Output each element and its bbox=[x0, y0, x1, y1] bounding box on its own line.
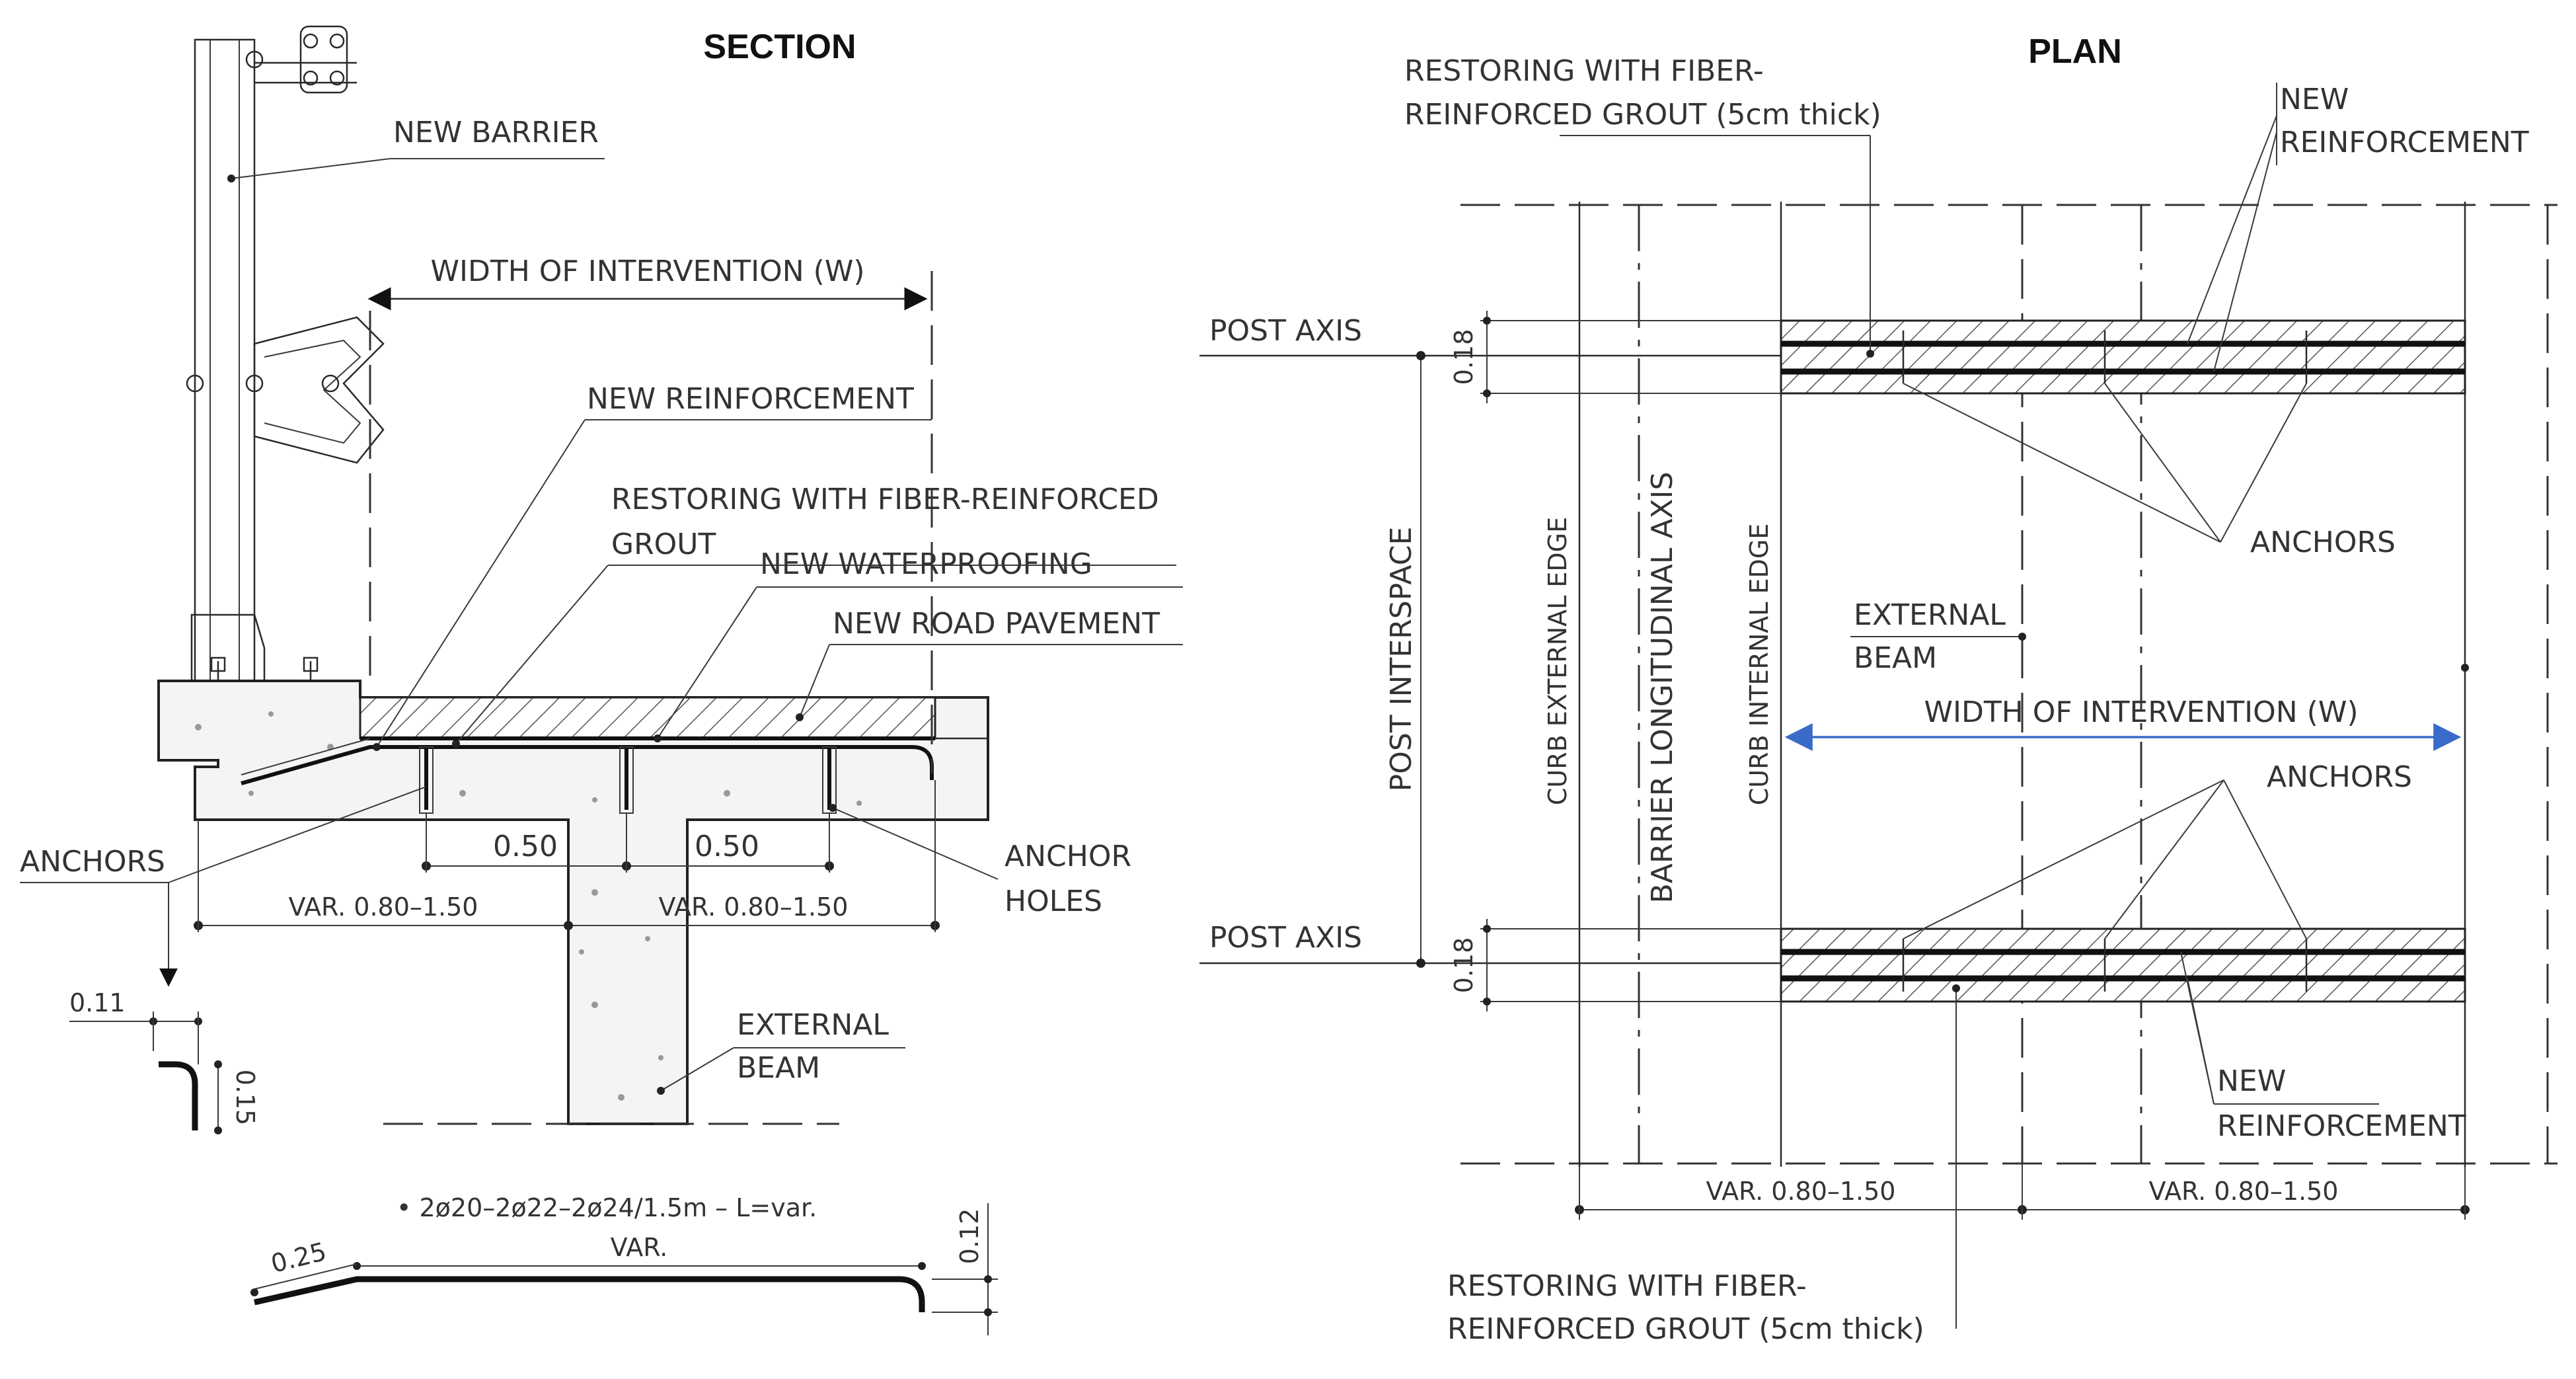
barrier-longitudinal-axis-label: BARRIER LONGITUDINAL AXIS bbox=[1646, 472, 1679, 904]
new-barrier-label: NEW BARRIER bbox=[393, 116, 599, 149]
end-height-dim: 0.12 bbox=[955, 1208, 984, 1265]
plan-bottom-anchors bbox=[1902, 939, 2308, 992]
plan-anchors-top-label: ANCHORS bbox=[2250, 526, 2396, 559]
plan-var-left-dim: VAR. 0.80–1.50 bbox=[1706, 1177, 1896, 1206]
section-restoring-label-2: GROUT bbox=[611, 528, 716, 561]
bent-bar-detail: VAR. 0.25 0.12 bbox=[250, 1203, 998, 1335]
section-external-beam-label-2: BEAM bbox=[737, 1051, 820, 1085]
plan-new-reinforcement-bottom-label-1: NEW bbox=[2217, 1064, 2286, 1098]
plan-restoring-top-label-1: RESTORING WITH FIBER- bbox=[1404, 54, 1764, 88]
section-spacing-dimensions: 0.50 0.50 bbox=[422, 813, 834, 873]
road-pavement bbox=[359, 696, 936, 740]
strip-top-dim: 0.18 bbox=[1449, 329, 1478, 385]
plan-width-label: WIDTH OF INTERVENTION (W) bbox=[1924, 695, 2358, 729]
section-anchors-label: ANCHORS bbox=[20, 845, 165, 879]
hook-detail: 0.11 0.15 bbox=[69, 988, 260, 1134]
plan-top-anchors bbox=[1902, 331, 2308, 383]
section-anchors bbox=[419, 746, 837, 814]
curb-internal-edge-label: CURB INTERNAL EDGE bbox=[1745, 524, 1774, 806]
plan-bottom-grout-strip bbox=[1780, 927, 2466, 1003]
post-interspace-label: POST INTERSPACE bbox=[1384, 527, 1418, 792]
plan-restoring-top-label-2: REINFORCED GROUT (5cm thick) bbox=[1404, 98, 1881, 132]
plan-new-reinforcement-top-label-2: REINFORCEMENT bbox=[2280, 126, 2529, 159]
plan-restoring-bottom-label-2: REINFORCED GROUT (5cm thick) bbox=[1447, 1312, 1924, 1346]
plan-title: PLAN bbox=[2028, 32, 2122, 71]
section-view: SECTION bbox=[20, 25, 1183, 1335]
section-external-beam-label-1: EXTERNAL bbox=[737, 1008, 889, 1042]
plan-anchors-bottom-label: ANCHORS bbox=[2267, 760, 2412, 794]
plan-var-dimensions: VAR. 0.80–1.50 VAR. 0.80–1.50 bbox=[1575, 1163, 2470, 1220]
section-title: SECTION bbox=[703, 28, 856, 66]
var-left-dim: VAR. 0.80–1.50 bbox=[289, 892, 478, 922]
plan-external-beam-label-2: BEAM bbox=[1854, 641, 1937, 675]
curb-external-edge-label: CURB EXTERNAL EDGE bbox=[1543, 517, 1572, 805]
spacing-left-dim: 0.50 bbox=[493, 830, 558, 863]
anchor-holes-label-1: ANCHOR bbox=[1004, 840, 1131, 873]
plan-new-reinforcement-bottom-label-2: REINFORCEMENT bbox=[2217, 1109, 2466, 1143]
plan-view: PLAN POST AXI bbox=[1199, 32, 2557, 1346]
plan-new-reinforcement-top-label-1: NEW bbox=[2280, 83, 2349, 116]
plan-restoring-bottom-label-1: RESTORING WITH FIBER- bbox=[1447, 1269, 1807, 1303]
post-axis-top-label: POST AXIS bbox=[1209, 314, 1362, 348]
concrete-specks bbox=[195, 711, 862, 1101]
barrier-post bbox=[186, 25, 385, 734]
anchor-holes-label-2: HOLES bbox=[1004, 885, 1102, 918]
plan-external-beam-label-1: EXTERNAL bbox=[1854, 598, 2006, 632]
section-width-label: WIDTH OF INTERVENTION (W) bbox=[430, 255, 864, 288]
spacing-right-dim: 0.50 bbox=[695, 830, 759, 863]
bend-length-dim: 0.25 bbox=[268, 1237, 329, 1279]
section-restoring-label-1: RESTORING WITH FIBER-REINFORCED bbox=[611, 483, 1159, 516]
strip-bottom-dim: 0.18 bbox=[1449, 937, 1478, 994]
section-var-dimensions: VAR. 0.80–1.50 VAR. 0.80–1.50 bbox=[194, 780, 940, 932]
hook-height-dim: 0.15 bbox=[231, 1070, 260, 1126]
plan-strip-dimensions: 0.18 0.18 bbox=[1449, 311, 1781, 1011]
post-axis-bottom-label: POST AXIS bbox=[1209, 921, 1362, 955]
new-waterproofing-label: NEW WATERPROOFING bbox=[760, 547, 1092, 581]
new-road-pavement-label: NEW ROAD PAVEMENT bbox=[833, 607, 1160, 641]
section-new-reinforcement-label: NEW REINFORCEMENT bbox=[587, 382, 914, 416]
plan-var-right-dim: VAR. 0.80–1.50 bbox=[2149, 1177, 2339, 1206]
plan-top-grout-strip bbox=[1780, 319, 2466, 395]
bar-var-dim: VAR. bbox=[611, 1233, 668, 1262]
var-right-dim: VAR. 0.80–1.50 bbox=[659, 892, 849, 922]
hook-width-dim: 0.11 bbox=[69, 988, 126, 1017]
rebar-note: • 2ø20–2ø22–2ø24/1.5m – L=var. bbox=[397, 1193, 817, 1222]
